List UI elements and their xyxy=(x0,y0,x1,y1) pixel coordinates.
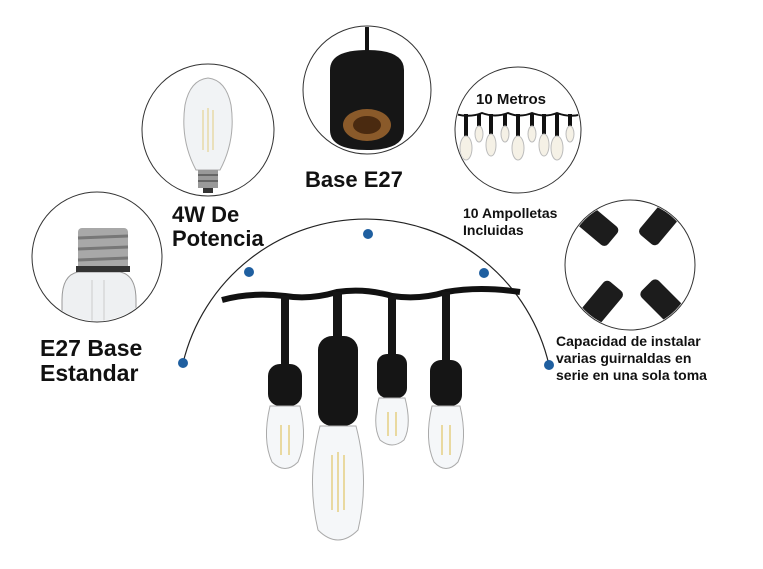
series-connection-label: Capacidad de instalar varias guirnaldas … xyxy=(556,333,707,383)
series-label-line: varias guirnaldas en xyxy=(556,349,692,366)
string-lights-length-image xyxy=(454,66,582,194)
bulbs-label-line: Incluidas xyxy=(463,221,524,238)
connectors-image xyxy=(564,199,696,331)
series-label-line: Capacidad de instalar xyxy=(556,333,701,349)
filament-bulb-image xyxy=(141,63,275,197)
power-label-line: Potencia xyxy=(172,226,264,252)
standard-label-line: E27 Base xyxy=(40,335,143,361)
base-e27-label: Base E27 xyxy=(305,167,403,192)
arc-dot xyxy=(479,268,489,278)
length-label: 10 Metros xyxy=(476,91,547,108)
power-label: 4W De Potencia xyxy=(172,202,264,252)
arc-dot xyxy=(178,358,188,368)
socket-image xyxy=(302,25,432,155)
series-label-line: serie en una sola toma xyxy=(556,366,707,383)
arc-dot xyxy=(244,267,254,277)
e27-base-closeup-image xyxy=(31,191,163,323)
standard-base-label: E27 Base Estandar xyxy=(40,335,143,387)
bulbs-included-label: 10 Ampolletas Incluidas xyxy=(463,205,557,239)
arc-dot xyxy=(544,360,554,370)
bulbs-label-line: 10 Ampolletas xyxy=(463,205,558,221)
standard-label-line: Estandar xyxy=(40,360,139,387)
arc-dot xyxy=(363,229,373,239)
power-label-line: 4W De xyxy=(172,202,240,227)
connection-arc xyxy=(178,218,554,370)
string-lights-main-image xyxy=(221,286,521,541)
